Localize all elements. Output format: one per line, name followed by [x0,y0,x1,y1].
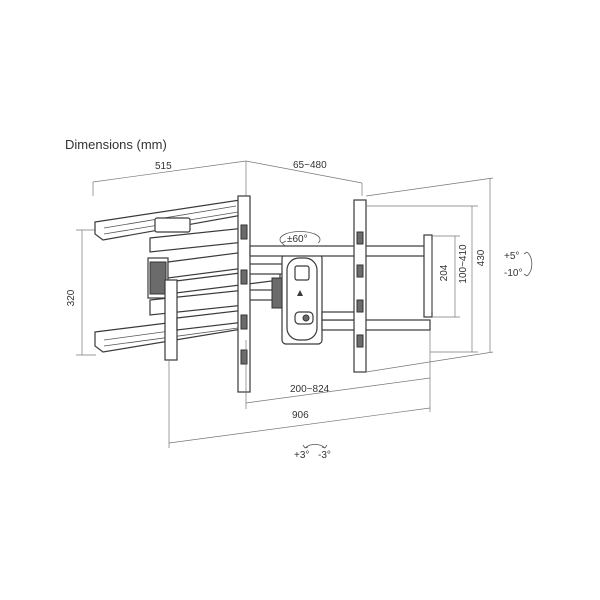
label-tilt-down: -10° [504,268,522,279]
dimension-arm-length: 515 [92,160,247,196]
label-level-plus: +3° [294,450,309,461]
label-wall-distance: 65~480 [293,160,327,171]
level-indicator: +3° -3° [294,443,331,461]
label-vertical-range: 100~410 [458,244,469,284]
dimension-vertical-range: 100~410 [366,205,478,353]
label-overall-height: 430 [476,249,487,266]
dimension-horizontal-range: 200~824 [245,330,431,409]
label-level-minus: -3° [318,450,331,461]
label-wall-plate-height: 320 [66,289,77,306]
label-swivel: ±60° [287,234,308,245]
dimension-bracket-height: 204 [432,235,460,318]
label-tilt-up: +5° [504,251,519,262]
dimension-overall-height: 430 [365,177,494,373]
wall-rail [353,199,367,373]
articulating-arms [147,217,286,361]
left-vertical-bracket [237,195,251,393]
dimension-wall-distance: 65~480 [245,160,363,196]
label-bracket-height: 204 [439,264,450,281]
swivel-indicator: ±60° [279,231,321,247]
label-overall-width: 906 [292,410,309,421]
label-horizontal-range: 200~824 [290,384,330,395]
center-mount-box [281,253,323,345]
label-arm-length: 515 [155,161,172,172]
wall-plate-frame [423,234,433,318]
tilt-indicator: +5° -10° [504,251,533,279]
dimension-overall-width: 906 [168,360,431,448]
drawing-title: Dimensions (mm) [65,137,167,152]
dimension-wall-plate-height: 320 [66,229,96,356]
